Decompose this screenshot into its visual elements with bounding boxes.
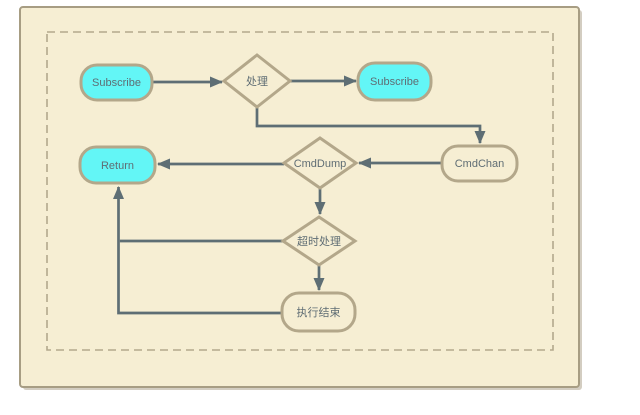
node-end-label: 执行结束: [297, 305, 341, 319]
node-cmdchan-label: CmdChan: [455, 158, 505, 170]
node-timeout: 超时处理: [280, 215, 358, 267]
node-timeout-label: 超时处理: [297, 234, 341, 248]
node-end: 执行结束: [280, 291, 357, 333]
node-subscribe-left-label: Subscribe: [92, 77, 141, 89]
node-timeout-shape: [280, 215, 358, 267]
edge-process-to-cmdchan: [255, 107, 486, 144]
dashed-frame: [46, 31, 554, 351]
node-cmddump-shape: [281, 136, 359, 190]
canvas: [19, 6, 580, 388]
node-cmdchan-shape: [440, 144, 519, 183]
node-return-shape: [78, 145, 157, 185]
node-process: 处理: [221, 53, 293, 109]
node-cmddump-label: CmdDump: [294, 158, 347, 170]
node-subscribe-right-shape: [356, 61, 433, 102]
node-cmdchan: CmdChan: [440, 144, 519, 183]
node-subscribe-right-label: Subscribe: [370, 76, 419, 88]
node-return-label: Return: [101, 160, 134, 172]
node-subscribe-right: Subscribe: [356, 61, 433, 102]
node-cmddump: CmdDump: [281, 136, 359, 190]
node-subscribe-left-shape: [79, 63, 154, 102]
node-process-shape: [221, 53, 293, 109]
node-process-label: 处理: [246, 75, 268, 88]
node-subscribe-left: Subscribe: [79, 63, 154, 102]
node-end-shape: [280, 291, 357, 333]
node-return: Return: [78, 145, 157, 185]
edge-end-to-return: [113, 186, 282, 315]
